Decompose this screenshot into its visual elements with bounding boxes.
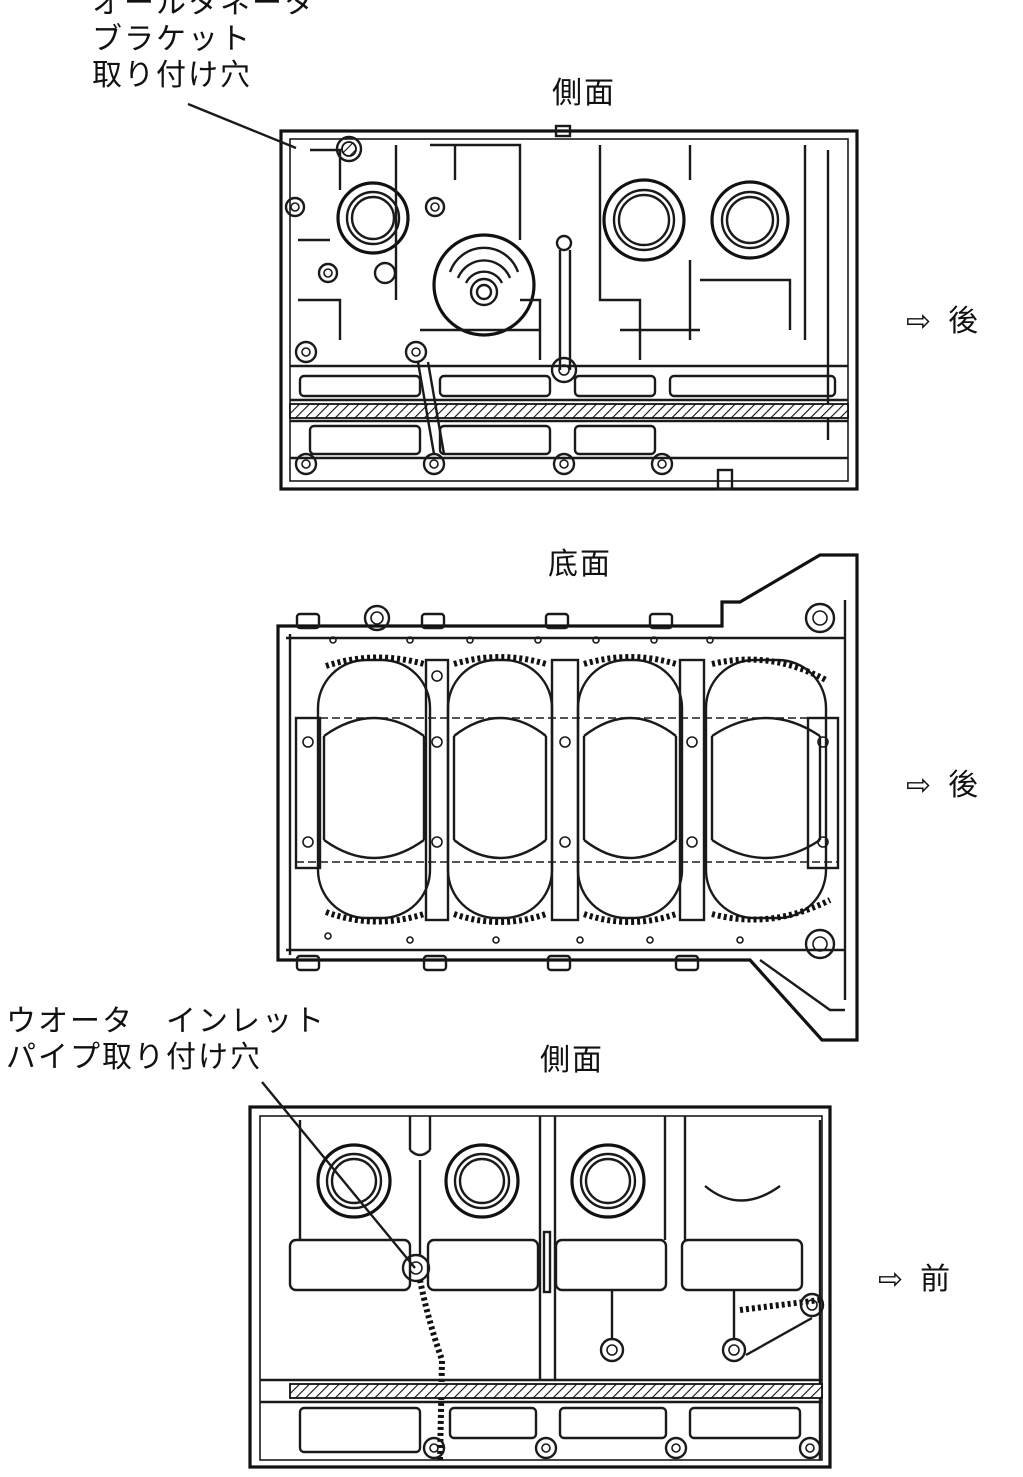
main-bearing-webs (294, 658, 840, 922)
side-view-lower (248, 1081, 832, 1469)
leader-line (261, 1081, 416, 1269)
right-arrow-icon: ⇨ (906, 768, 935, 803)
block-outline (276, 553, 859, 1042)
view-title-side-lower: 側面 (540, 1043, 604, 1078)
view-title-side-top: 側面 (552, 76, 616, 111)
bottom-view (276, 553, 859, 1042)
cylinder-bays (316, 654, 832, 925)
direction-label-front: ⇨前 (878, 1262, 953, 1298)
water-inlet-pipe-callout: ウオータ インレット パイプ取り付け穴 (6, 1004, 326, 1076)
right-arrow-icon: ⇨ (906, 304, 935, 339)
block-outline (248, 1105, 832, 1469)
alternator-bracket-callout: オールタネータ ブラケット 取り付け穴 (92, 0, 316, 94)
callout-line: 取り付け穴 (92, 58, 252, 93)
cylinder-bore (602, 178, 686, 262)
direction-text: 前 (920, 1262, 954, 1297)
direction-text: 後 (948, 768, 982, 803)
callout-line: オールタネータ (92, 0, 316, 21)
cylinder-bore (710, 180, 790, 260)
callout-line: パイプ取り付け穴 (6, 1040, 262, 1075)
view-title-bottom: 底面 (548, 547, 612, 582)
cylinder-bore (444, 1143, 520, 1219)
cylinder-bore (336, 181, 410, 255)
seal-bead (289, 1383, 823, 1399)
direction-label-rear-1: ⇨後 (906, 304, 981, 340)
oil-filter-boss (432, 233, 536, 337)
bolt-boss-row (422, 1292, 825, 1460)
callout-line: ブラケット (92, 22, 252, 57)
cylinder-bore (570, 1143, 646, 1219)
leader-line (187, 102, 297, 150)
cylinder-bore (316, 1143, 392, 1219)
direction-label-rear-2: ⇨後 (906, 768, 981, 804)
direction-text: 後 (948, 304, 982, 339)
side-view-upper (187, 102, 859, 491)
bolt-boss-row (294, 340, 674, 476)
callout-line: ウオータ インレット (6, 1004, 326, 1039)
water-inlet-pipe-hole (401, 1253, 431, 1283)
seal-bead (289, 403, 849, 419)
right-arrow-icon: ⇨ (878, 1262, 907, 1297)
